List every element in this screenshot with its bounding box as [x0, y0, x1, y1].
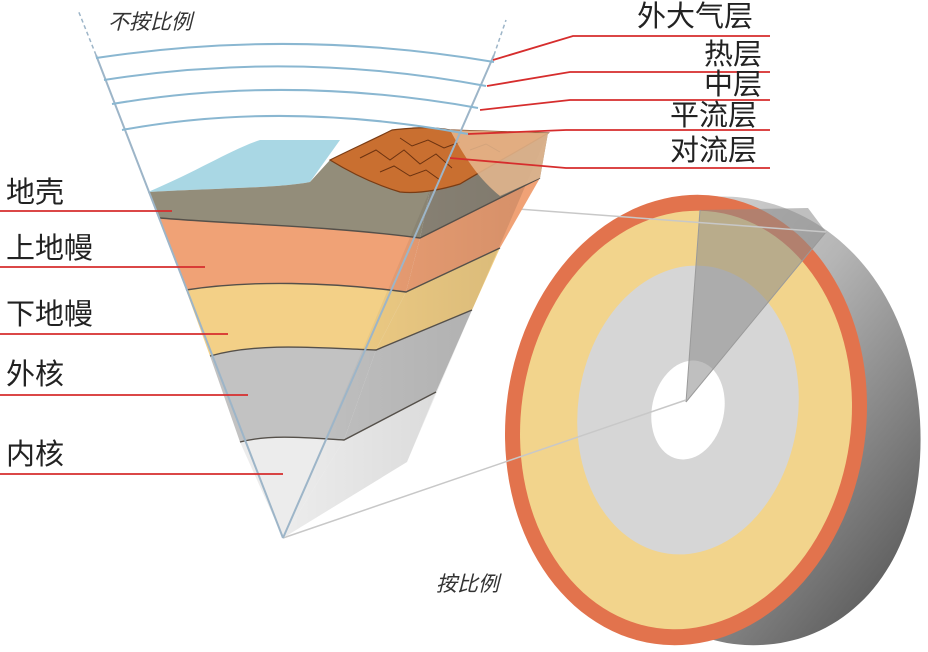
sky-layer: [148, 140, 340, 192]
upper-mantle-layer: [160, 218, 420, 292]
lower-mantle-layer: [186, 283, 406, 356]
globe-inner-core: [651, 360, 725, 460]
scaled-globe: [504, 194, 921, 646]
label-stratosphere: 平流层: [670, 98, 758, 132]
leader-mesosphere: [479, 99, 770, 111]
label-thermosphere: 热层: [704, 37, 763, 71]
globe-cutaway-wedge: [686, 208, 826, 402]
cone-edge-right-dashed: [493, 19, 507, 56]
arc-thermosphere: [103, 65, 487, 87]
mountain-cracks: [359, 137, 501, 181]
label-lower-mantle: 下地幔: [6, 297, 94, 331]
label-exosphere: 外大气层: [637, 0, 754, 33]
cone-edge-left: [95, 54, 284, 539]
leader-thermosphere: [486, 71, 770, 87]
arc-stratosphere: [121, 114, 469, 135]
label-troposphere: 对流层: [670, 133, 758, 167]
crust-layer: [148, 160, 430, 238]
atmosphere-arcs: [95, 42, 495, 135]
label-mesosphere: 中层: [704, 67, 763, 101]
label-outer-core: 外核: [6, 357, 65, 391]
not-to-scale-caption: 不按比例: [108, 10, 192, 34]
leader-lines: [0, 35, 770, 475]
arc-mesosphere: [111, 88, 479, 109]
leader-stratosphere: [467, 129, 770, 135]
leader-troposphere: [449, 157, 770, 169]
to-scale-caption: 按比例: [436, 572, 499, 596]
arc-exosphere: [95, 42, 495, 63]
connector-bottom: [282, 399, 687, 539]
label-upper-mantle: 上地幔: [6, 231, 94, 265]
label-inner-core: 内核: [6, 437, 65, 471]
wedge-cross-section: [77, 9, 551, 539]
leader-exosphere: [492, 35, 770, 61]
label-crust: 地壳: [6, 175, 65, 209]
boundary-lines: [159, 177, 541, 443]
cone-edge-left-dashed: [77, 9, 97, 56]
cone-edge-right: [282, 54, 495, 539]
globe-wedge-edge-right: [685, 231, 827, 403]
globe-wedge-edge-left: [685, 209, 701, 403]
